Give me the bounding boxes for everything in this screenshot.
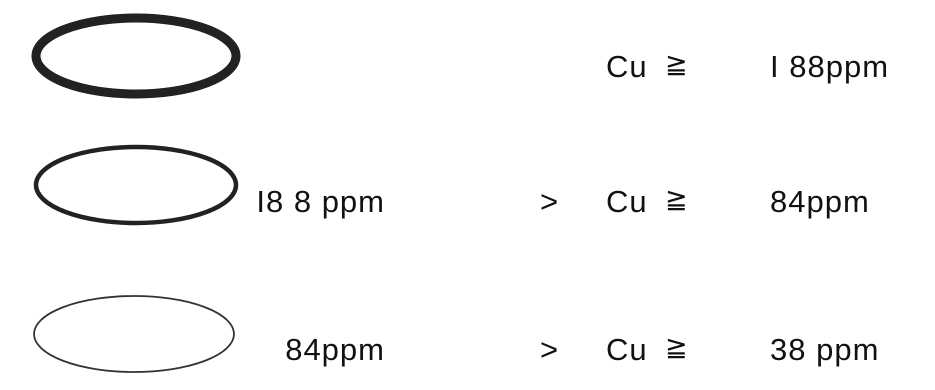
upper-bound-label: I 88ppm: [770, 49, 890, 84]
medium-ellipse-swatch: [28, 139, 244, 229]
upper-bound-label: 38 ppm: [770, 332, 880, 367]
greater-than-symbol: >: [540, 332, 560, 367]
legend-row-3: 84ppm > Cu ≧ 38 ppm: [0, 290, 935, 390]
medium-ellipse-outline: [33, 144, 239, 226]
thick-ellipse-swatch: [28, 10, 244, 100]
lower-bound-label: I8 8 ppm: [256, 184, 385, 219]
legend-row-2: I8 8 ppm > Cu ≧ 84ppm: [0, 139, 935, 239]
greater-equal-symbol: ≧: [665, 332, 689, 362]
thick-ellipse-outline: [31, 13, 241, 99]
upper-bound-label: 84ppm: [770, 184, 870, 219]
greater-equal-symbol: ≧: [665, 184, 689, 214]
thin-ellipse-swatch: [28, 286, 244, 376]
greater-equal-symbol: ≧: [665, 49, 689, 79]
lower-bound-label: 84ppm: [285, 332, 385, 367]
element-label: Cu: [606, 332, 648, 367]
legend-row-1: Cu ≧ I 88ppm: [0, 10, 935, 110]
element-label: Cu: [606, 49, 648, 84]
greater-than-symbol: >: [540, 184, 560, 219]
element-label: Cu: [606, 184, 648, 219]
thin-ellipse-outline: [33, 295, 235, 373]
